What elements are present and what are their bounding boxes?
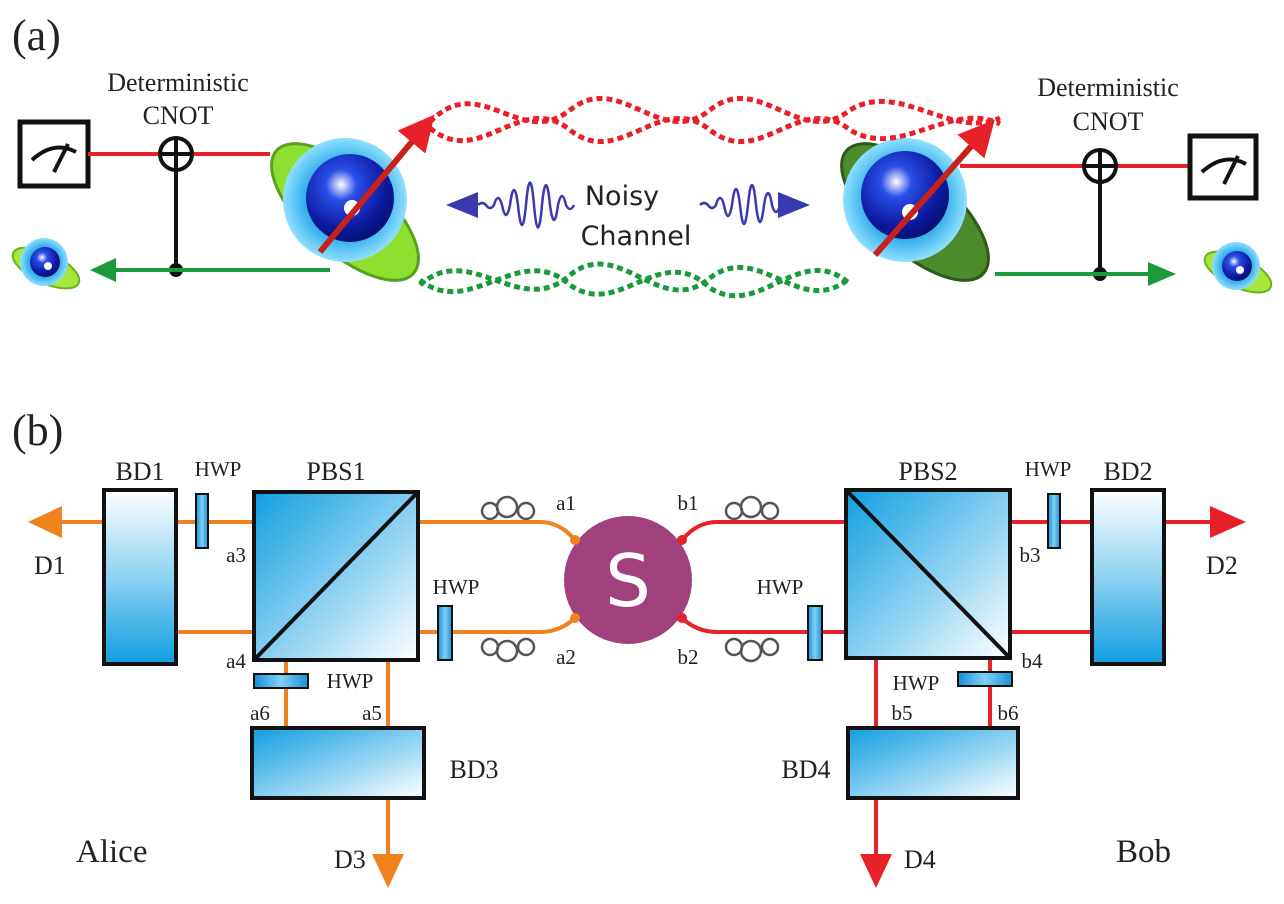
noisy-label: Noisy bbox=[585, 181, 659, 212]
detector-d3: D3 bbox=[334, 845, 366, 874]
planet-right-small-icon bbox=[1203, 242, 1273, 294]
pbs1-diagonal bbox=[252, 490, 420, 662]
hwp-a3 bbox=[195, 493, 209, 549]
pbs1-label: PBS1 bbox=[306, 457, 365, 486]
cnot-left-line1: Deterministic bbox=[107, 68, 249, 97]
bd3-label: BD3 bbox=[449, 755, 498, 784]
noise-wave-right-icon bbox=[699, 183, 810, 226]
panel-b-label: (b) bbox=[12, 406, 63, 455]
source-label: S bbox=[605, 539, 651, 623]
d2-arrowhead bbox=[1210, 506, 1246, 538]
port-a3: a3 bbox=[226, 543, 246, 567]
hwp-a4 bbox=[253, 673, 309, 689]
pbs2-label: PBS2 bbox=[898, 457, 957, 486]
channel-label: Channel bbox=[581, 221, 692, 252]
port-a4: a4 bbox=[226, 649, 246, 673]
hwp-b4 bbox=[957, 671, 1013, 687]
port-a1: a1 bbox=[556, 491, 576, 515]
d3-arrowhead bbox=[372, 854, 404, 888]
bd3-box bbox=[250, 726, 426, 800]
bd1-box bbox=[102, 488, 178, 666]
panel-a-label: (a) bbox=[12, 11, 61, 60]
bd4-box bbox=[846, 726, 1020, 800]
hwp-b4-label: HWP bbox=[893, 671, 940, 695]
noisy-channel-paths bbox=[418, 95, 1002, 299]
noise-wave-left-icon bbox=[446, 181, 576, 229]
hwp-a3-label: HWP bbox=[195, 457, 242, 481]
source-s-icon: S bbox=[564, 516, 692, 644]
port-b4: b4 bbox=[1022, 649, 1044, 673]
planet-right-big-icon bbox=[840, 119, 995, 282]
detector-d4: D4 bbox=[904, 845, 936, 874]
hwp-a2-label: HWP bbox=[433, 575, 480, 599]
bd2-box bbox=[1090, 488, 1166, 666]
port-a5: a5 bbox=[362, 701, 382, 725]
d4-arrowhead bbox=[860, 854, 892, 888]
port-b3: b3 bbox=[1020, 543, 1041, 567]
left-xor-icon bbox=[158, 136, 194, 172]
port-b2: b2 bbox=[678, 645, 699, 669]
planet-left-small-icon bbox=[11, 238, 81, 290]
meter-right-icon bbox=[1187, 133, 1259, 201]
port-b5: b5 bbox=[892, 701, 913, 725]
hwp-b3 bbox=[1047, 493, 1061, 549]
pbs2-diagonal bbox=[844, 488, 1012, 660]
party-bob: Bob bbox=[1116, 834, 1171, 870]
hwp-b2-label: HWP bbox=[757, 575, 804, 599]
party-alice: Alice bbox=[76, 834, 147, 870]
meter-left-icon bbox=[17, 119, 91, 189]
detector-d1: D1 bbox=[34, 551, 66, 580]
port-a2: a2 bbox=[556, 645, 576, 669]
fiber-loop-b2-icon bbox=[724, 637, 780, 663]
fiber-loop-a2-icon bbox=[480, 637, 536, 663]
fiber-loop-a1-icon bbox=[480, 495, 536, 521]
hwp-a2 bbox=[437, 605, 453, 661]
planet-left-big-icon bbox=[270, 114, 435, 282]
fiber-loop-b1-icon bbox=[724, 495, 780, 521]
cnot-right-line1: Deterministic bbox=[1037, 73, 1179, 102]
port-b1: b1 bbox=[678, 491, 699, 515]
cnot-left-line2: CNOT bbox=[143, 101, 214, 130]
port-b6: b6 bbox=[998, 701, 1019, 725]
port-a6: a6 bbox=[250, 701, 270, 725]
bd4-label: BD4 bbox=[781, 755, 830, 784]
detector-d2: D2 bbox=[1206, 551, 1238, 580]
hwp-a4-label: HWP bbox=[327, 669, 374, 693]
right-green-arrowhead bbox=[1148, 262, 1176, 286]
bd1-label: BD1 bbox=[115, 457, 164, 486]
hwp-b3-label: HWP bbox=[1025, 457, 1072, 481]
d1-arrowhead bbox=[28, 506, 62, 538]
hwp-b2 bbox=[807, 605, 823, 661]
right-xor-icon bbox=[1082, 148, 1118, 184]
cnot-right-line2: CNOT bbox=[1073, 107, 1144, 136]
bd2-label: BD2 bbox=[1103, 457, 1152, 486]
left-green-arrowhead bbox=[90, 258, 116, 282]
